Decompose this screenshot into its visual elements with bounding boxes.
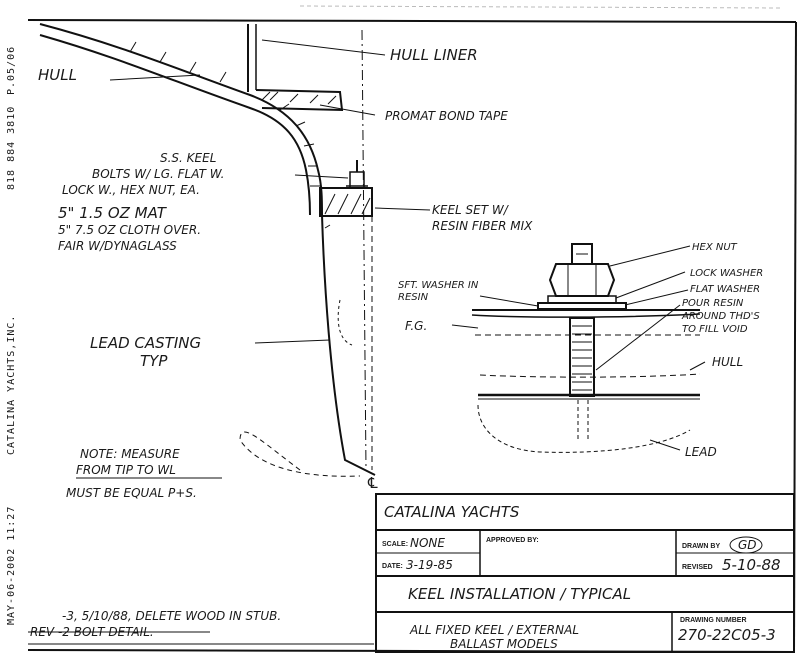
lock-washer-label: LOCK WASHER (690, 268, 763, 279)
mat-label-3: FAIR W/DYNAGLASS (58, 239, 177, 253)
lead-casting-label-1: LEAD CASTING (90, 334, 201, 352)
detail-hull-label: HULL (712, 355, 743, 369)
tb-drawn-circle (729, 536, 763, 554)
section-callouts: HULL LINER HULL PROMAT BOND TAPE S.S. KE… (38, 46, 533, 500)
tb-date-value: 3-19-85 (406, 558, 453, 572)
tb-drawn-value: GD (738, 538, 757, 552)
bolt-detail (471, 243, 701, 453)
sft-washer-label-1: SFT. WASHER IN (398, 280, 479, 291)
rev3-note: -3, 5/10/88, DELETE WOOD IN STUB. (62, 609, 281, 623)
tb-drawn-caption: DRAWN BY (682, 543, 720, 550)
tb-subtitle-1: ALL FIXED KEEL / EXTERNAL (409, 623, 579, 637)
tb-drawing-number-caption: DRAWING NUMBER (680, 617, 747, 624)
mat-label-1: 5" 1.5 OZ MAT (58, 204, 168, 222)
detail-leaders (451, 245, 706, 451)
tb-scale-value: NONE (410, 536, 445, 550)
revision-notes: -3, 5/10/88, DELETE WOOD IN STUB. REV -2… (28, 609, 374, 645)
leader-lines (109, 39, 431, 344)
fax-phone: 818 884 3810 (6, 106, 17, 190)
tb-drawing-number: 270-22C05-3 (678, 626, 776, 644)
note-label-3: MUST BE EQUAL P+S. (66, 486, 197, 500)
bolts-label-3: LOCK W., HEX NUT, EA. (62, 183, 200, 197)
centerline-symbol: ℄ (367, 474, 378, 492)
fax-page: P.05/06 (6, 46, 17, 95)
keel-set-label-1: KEEL SET W/ (432, 203, 510, 217)
title-block (375, 493, 795, 653)
note-label-2: FROM TIP TO WL (76, 463, 176, 477)
pour-resin-label-2: AROUND THD'S (681, 311, 760, 322)
hull-label: HULL (38, 66, 77, 84)
hex-nut-label: HEX NUT (692, 242, 738, 253)
tb-date-caption: DATE: (382, 563, 403, 570)
sft-washer-label-2: RESIN (398, 292, 429, 303)
fg-label: F.G. (405, 319, 427, 333)
tb-revised-value: 5-10-88 (722, 556, 781, 574)
pour-resin-label-1: POUR RESIN (682, 298, 744, 309)
tb-company: CATALINA YACHTS (384, 503, 520, 521)
promat-label: PROMAT BOND TAPE (385, 109, 508, 123)
keel-set-label-2: RESIN FIBER MIX (432, 219, 533, 233)
fax-noise-line (299, 5, 781, 9)
lead-casting-label-2: TYP (140, 352, 168, 370)
fax-company: CATALINA YACHTS,INC. (6, 315, 17, 455)
tb-scale-caption: SCALE: (382, 541, 408, 548)
detail-lead-label: LEAD (685, 445, 717, 459)
bolts-label-2: BOLTS W/ LG. FLAT W. (92, 167, 224, 181)
tb-subtitle-2: BALLAST MODELS (450, 637, 558, 651)
tb-title: KEEL INSTALLATION / TYPICAL (408, 585, 631, 603)
title-block-text: CATALINA YACHTS SCALE: NONE APPROVED BY:… (382, 503, 781, 651)
flat-washer-label: FLAT WASHER (690, 284, 760, 295)
tb-revised-caption: REVISED (682, 564, 713, 571)
note-label-1: NOTE: MEASURE (80, 447, 180, 461)
mat-label-2: 5" 7.5 OZ CLOTH OVER. (58, 223, 201, 237)
tb-approved-caption: APPROVED BY: (486, 537, 539, 544)
fax-margin: MAY-06-2002 11:27 CATALINA YACHTS,INC. 8… (6, 46, 17, 625)
bolts-label-1: S.S. KEEL (160, 151, 216, 165)
pour-resin-label-3: TO FILL VOID (682, 324, 748, 335)
fax-date-time: MAY-06-2002 11:27 (6, 506, 17, 625)
hull-liner-label: HULL LINER (390, 46, 478, 64)
detail-callouts: HEX NUT LOCK WASHER FLAT WASHER POUR RES… (398, 242, 763, 459)
